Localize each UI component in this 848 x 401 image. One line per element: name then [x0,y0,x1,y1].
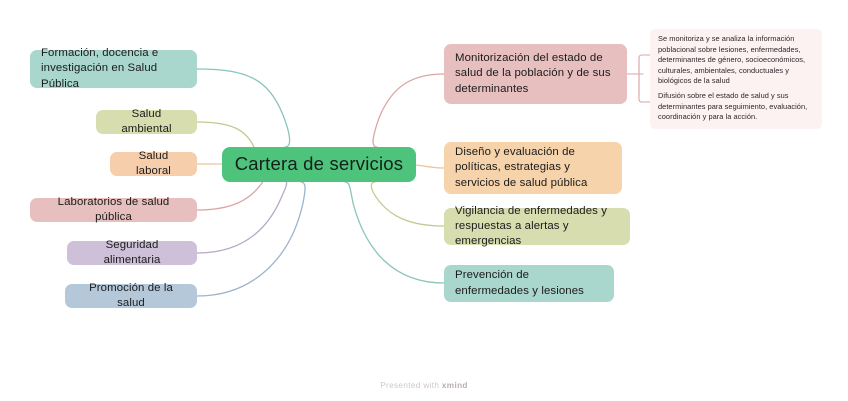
branch-label: Monitorización del estado de salud de la… [455,52,611,95]
branch-label: Vigilancia de enfermedades y respuestas … [455,204,608,248]
branch-label: Seguridad alimentaria [103,238,161,266]
connector-left-5 [196,180,288,254]
branch-label: Diseño y evaluación de políticas, estrat… [455,146,588,189]
branch-salud-ambiental[interactable]: Salud ambiental [96,107,197,135]
footer-prefix-label: Presented with [380,381,442,390]
connector-right-4 [344,181,445,284]
branch-label: Formación, docencia e investigación en S… [41,47,159,90]
connector-left-6 [196,181,306,297]
connector-right-3 [370,181,445,227]
connector-left-1 [196,68,291,148]
branch-laboratorios-salud-publica[interactable]: Laboratorios de salud pública [30,195,197,223]
branch-prevencion-enfermedades-lesiones[interactable]: Prevención de enfermedades y lesiones [444,265,614,302]
note-monitorizacion-analisis[interactable]: Se monitoriza y se analiza la informació… [650,29,822,93]
footer-brand-label: xmind [441,381,468,390]
branch-seguridad-alimentaria[interactable]: Seguridad alimentaria [67,238,197,266]
note-text: Se monitoriza y se analiza la informació… [658,34,806,86]
note-difusion-estado-salud[interactable]: Difusión sobre el estado de salud y sus … [650,86,822,129]
branch-label: Prevención de enfermedades y lesiones [455,269,584,297]
branch-label: Laboratorios de salud pública [57,195,170,223]
connector-right-2 [415,164,445,169]
footer-attribution: Presented with xmind [0,381,848,390]
connector-note-bracket [626,54,651,103]
branch-vigilancia-enfermedades[interactable]: Vigilancia de enfermedades y respuestas … [444,205,630,247]
branch-label: Salud ambiental [121,107,172,135]
note-text: Difusión sobre el estado de salud y sus … [658,91,808,122]
branch-salud-laboral[interactable]: Salud laboral [110,149,197,177]
branch-monitorizacion-estado-salud[interactable]: Monitorización del estado de salud de la… [444,44,627,104]
central-topic-label: Cartera de servicios [234,153,404,175]
branch-label: Salud laboral [136,149,171,177]
branch-diseno-evaluacion-politicas[interactable]: Diseño y evaluación de políticas, estrat… [444,142,622,194]
branch-label: Promoción de la salud [89,281,173,309]
branch-formacion-docencia-investigacion[interactable]: Formación, docencia e investigación en S… [30,47,197,90]
branch-promocion-de-la-salud[interactable]: Promoción de la salud [65,281,197,309]
central-topic[interactable]: Cartera de servicios [222,147,416,182]
connector-right-1 [372,73,445,148]
